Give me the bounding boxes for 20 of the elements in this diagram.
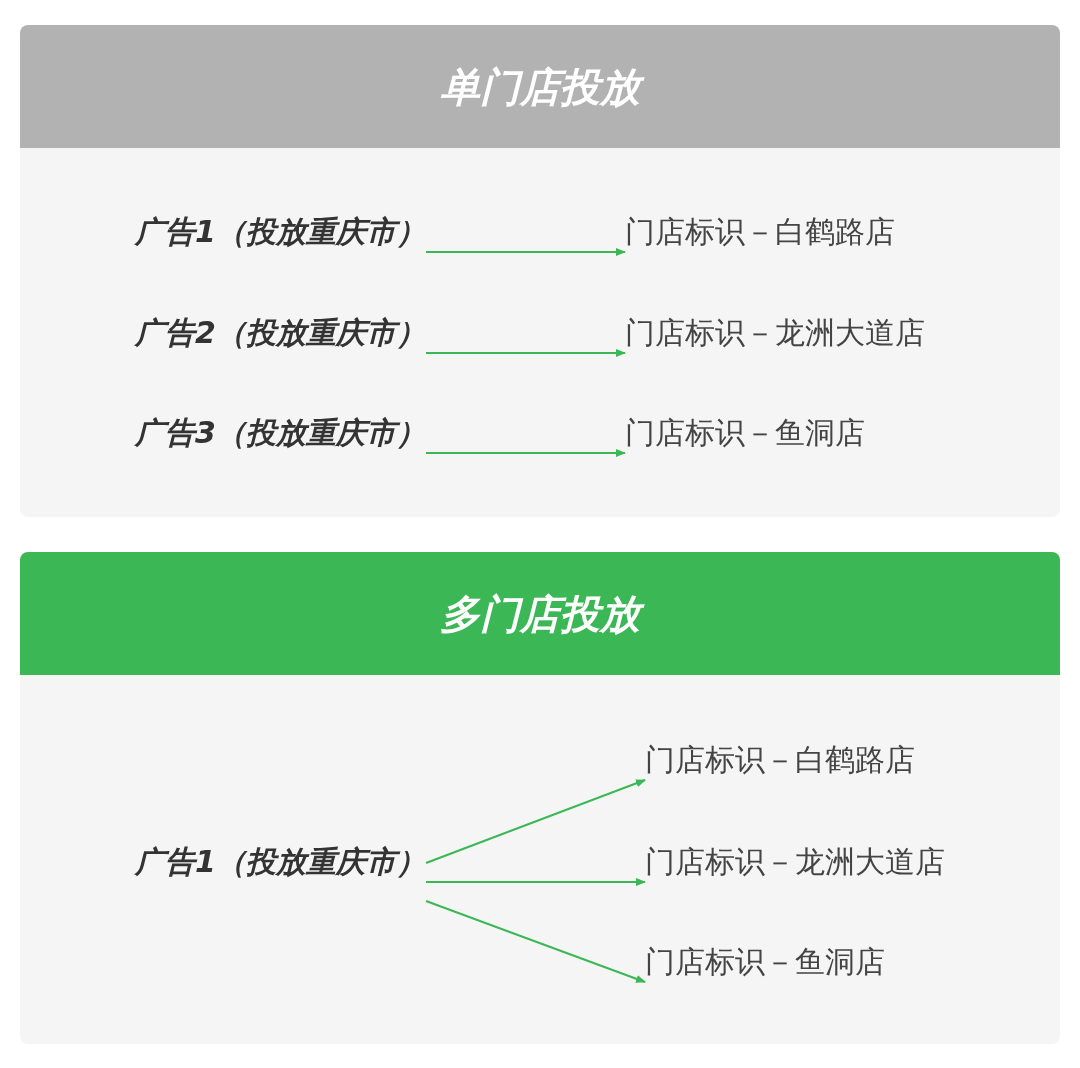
panel-header: 多门店投放	[20, 552, 1060, 675]
store-label: 门店标识－龙洲大道店	[645, 842, 945, 882]
ad-label: 广告2（投放重庆市）	[135, 313, 426, 353]
store-label: 门店标识－白鹤路店	[645, 740, 915, 780]
ad-label: 广告3（投放重庆市）	[135, 413, 426, 453]
store-label: 门店标识－白鹤路店	[625, 212, 895, 252]
store-label: 门店标识－鱼洞店	[625, 413, 865, 453]
arrow	[425, 779, 646, 864]
section-panel	[20, 25, 1060, 517]
arrow	[425, 449, 626, 457]
store-label: 门店标识－龙洲大道店	[625, 313, 925, 353]
ad-label: 广告1（投放重庆市）	[135, 842, 426, 882]
arrow	[425, 248, 626, 256]
panel-header: 单门店投放	[20, 25, 1060, 148]
arrow	[425, 349, 626, 357]
arrow	[425, 878, 646, 886]
store-label: 门店标识－鱼洞店	[645, 942, 885, 982]
section-panel	[20, 552, 1060, 1044]
arrow	[425, 900, 646, 983]
ad-label: 广告1（投放重庆市）	[135, 212, 426, 252]
